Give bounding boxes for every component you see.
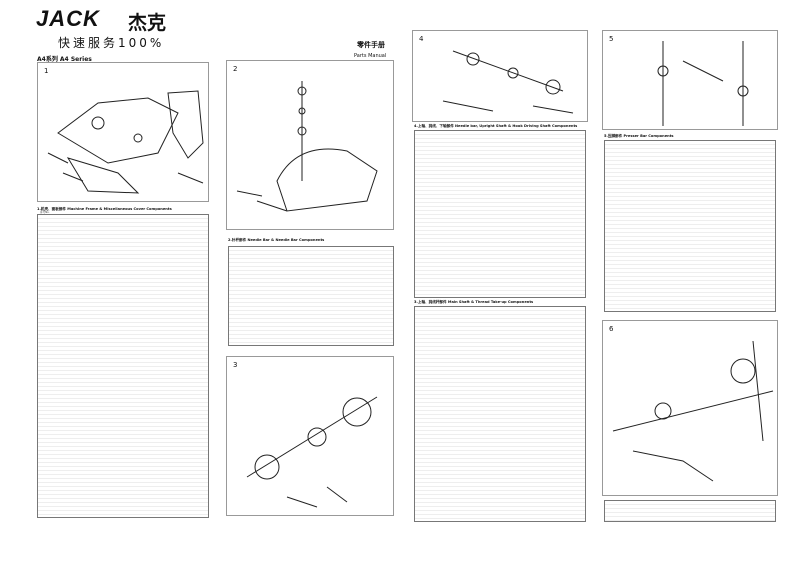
manual-title-en: Parts Manual (354, 53, 387, 59)
figure-number: 6 (609, 325, 614, 333)
exploded-view-6 (612, 340, 774, 482)
slogan: 快速服务100% (58, 36, 165, 50)
figure-2: 2 (226, 60, 394, 230)
exploded-view-4 (442, 50, 574, 114)
part-title-4: 4.上轴、挑线、下轴部件 Needle bar, Upright Shaft &… (414, 124, 578, 128)
exploded-view-5 (657, 41, 749, 126)
parts-table-2 (228, 246, 394, 346)
part-title-2: 2.针杆部件 Needle Bar & Needle Bar Component… (228, 238, 325, 242)
exploded-view-3 (246, 396, 378, 508)
parts-table-6 (604, 500, 776, 522)
part-title-3: 3.上轴、挑线杆部件 Main Shaft & Thread Take-up C… (414, 300, 534, 304)
brand-logo: JACK (36, 6, 100, 31)
part-title-5: 5.压脚部件 Presser Bar Components (604, 134, 674, 138)
exploded-view-2 (236, 81, 378, 212)
series-label: A4系列 A4 Series (37, 56, 92, 63)
figure-number: 5 (609, 35, 614, 43)
col-header: 序号No. (40, 211, 50, 214)
manual-title-cn: 零件手册 (357, 41, 385, 49)
figure-number: 2 (233, 65, 238, 73)
figure-4: 4 (412, 30, 588, 122)
figure-number: 4 (419, 35, 424, 43)
parts-table-5 (604, 140, 776, 312)
part-title-1: 1.机壳、面板部件 Machine Frame & Miscellaneous … (37, 207, 172, 211)
parts-table-4 (414, 130, 586, 298)
figure-number: 1 (44, 67, 49, 75)
figure-5: 5 (602, 30, 778, 130)
parts-table-3 (414, 306, 586, 522)
figure-number: 3 (233, 361, 238, 369)
figure-1: 1 (37, 62, 209, 202)
figure-3: 3 (226, 356, 394, 516)
brand-logo-cn: 杰克 (128, 12, 167, 34)
exploded-view-1 (47, 90, 204, 194)
parts-table-1: 序号No. (37, 211, 209, 518)
figure-6: 6 (602, 320, 778, 496)
